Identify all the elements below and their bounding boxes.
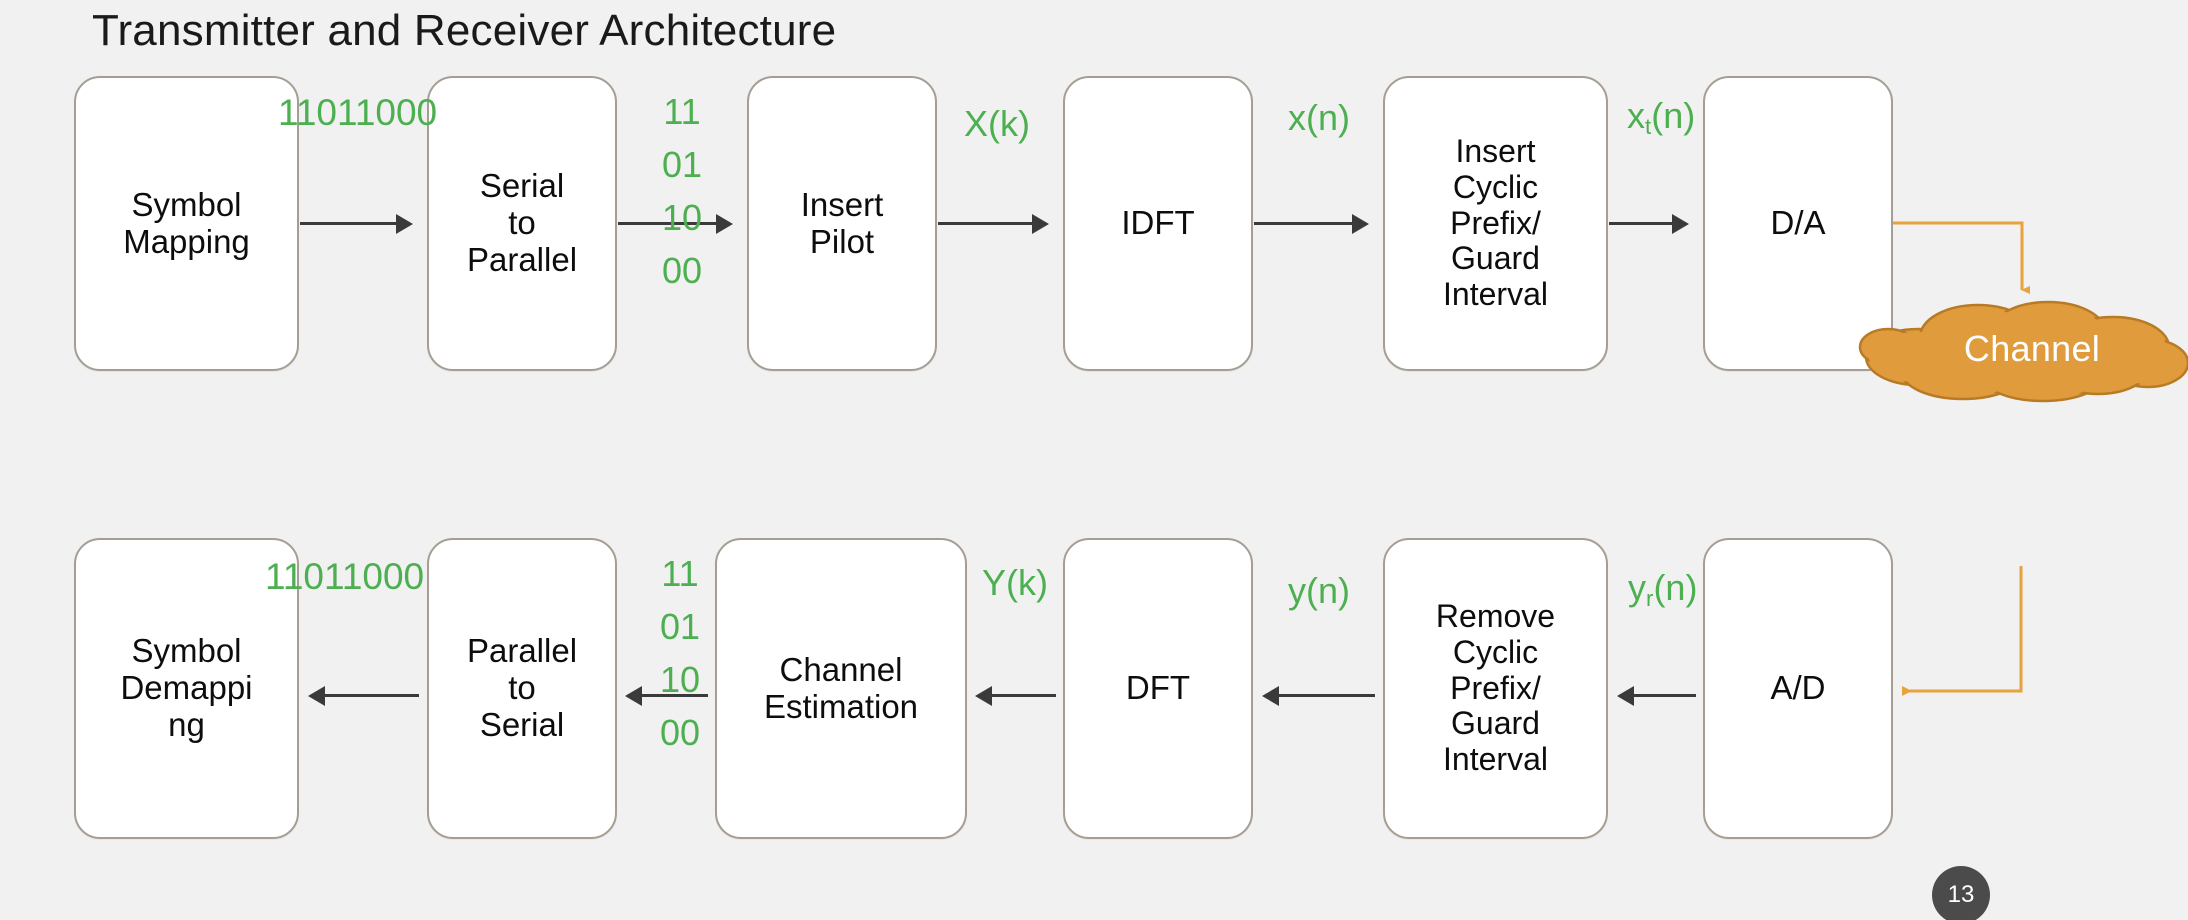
channel-cloud[interactable]: Channel bbox=[1858, 295, 2188, 403]
signal-suffix: (n) bbox=[1653, 567, 1698, 608]
signal-subscript: r bbox=[1646, 586, 1654, 612]
arrow-serial-to-insert-pilot bbox=[618, 222, 730, 225]
signal-rx-parallel-bits: 11 01 10 00 bbox=[650, 556, 710, 768]
bit-line: 11 bbox=[663, 91, 701, 132]
signal-base: x bbox=[1627, 95, 1645, 136]
signal-tx-xt-n: xt(n) bbox=[1627, 98, 1695, 139]
block-idft[interactable]: IDFT bbox=[1063, 76, 1253, 371]
arrow-cyclic-prefix-to-da bbox=[1609, 222, 1686, 225]
bit-line: 01 bbox=[661, 144, 703, 185]
signal-rx-yr-n: yr(n) bbox=[1628, 570, 1697, 611]
block-label: A/D bbox=[1770, 669, 1826, 707]
page-number-badge: 13 bbox=[1932, 866, 1990, 920]
arrow-parallel-to-symbol-demapping bbox=[311, 694, 419, 697]
bit-line: 00 bbox=[661, 250, 703, 291]
signal-rx-y-n: y(n) bbox=[1288, 570, 1350, 611]
arrow-dft-to-channel-estimation bbox=[978, 694, 1056, 697]
channel-label: Channel bbox=[1963, 328, 2101, 369]
bit-line: 10 bbox=[659, 659, 701, 700]
page-title: Transmitter and Receiver Architecture bbox=[92, 6, 837, 55]
signal-rx-bitstream: 11011000 bbox=[265, 556, 425, 597]
arrow-remove-cp-to-dft bbox=[1265, 694, 1375, 697]
arrow-insert-pilot-to-idft bbox=[938, 222, 1046, 225]
arrow-symbol-mapping-to-serial bbox=[300, 222, 410, 225]
block-digital-to-analog[interactable]: D/A bbox=[1703, 76, 1893, 371]
signal-subscript: t bbox=[1645, 114, 1652, 140]
block-analog-to-digital[interactable]: A/D bbox=[1703, 538, 1893, 839]
block-label: D/A bbox=[1770, 204, 1826, 242]
signal-tx-parallel-bits: 11 01 10 00 bbox=[652, 94, 712, 306]
block-label: DFT bbox=[1125, 669, 1191, 707]
signal-tx-x-k: X(k) bbox=[964, 103, 1030, 144]
bit-line: 01 bbox=[659, 606, 701, 647]
signal-base: y bbox=[1628, 567, 1646, 608]
bit-line: 11 bbox=[661, 553, 699, 594]
arrow-channel-estimation-to-parallel bbox=[628, 694, 708, 697]
signal-tx-bitstream: 11011000 bbox=[278, 92, 438, 133]
signal-suffix: (n) bbox=[1651, 95, 1696, 136]
arrow-idft-to-cyclic-prefix bbox=[1254, 222, 1366, 225]
bit-line: 10 bbox=[661, 197, 703, 238]
arrow-ad-to-remove-cp bbox=[1620, 694, 1696, 697]
block-label: IDFT bbox=[1121, 204, 1195, 242]
bit-line: 00 bbox=[659, 712, 701, 753]
signal-rx-y-k: Y(k) bbox=[982, 562, 1048, 603]
signal-tx-x-n: x(n) bbox=[1288, 97, 1350, 138]
block-dft[interactable]: DFT bbox=[1063, 538, 1253, 839]
